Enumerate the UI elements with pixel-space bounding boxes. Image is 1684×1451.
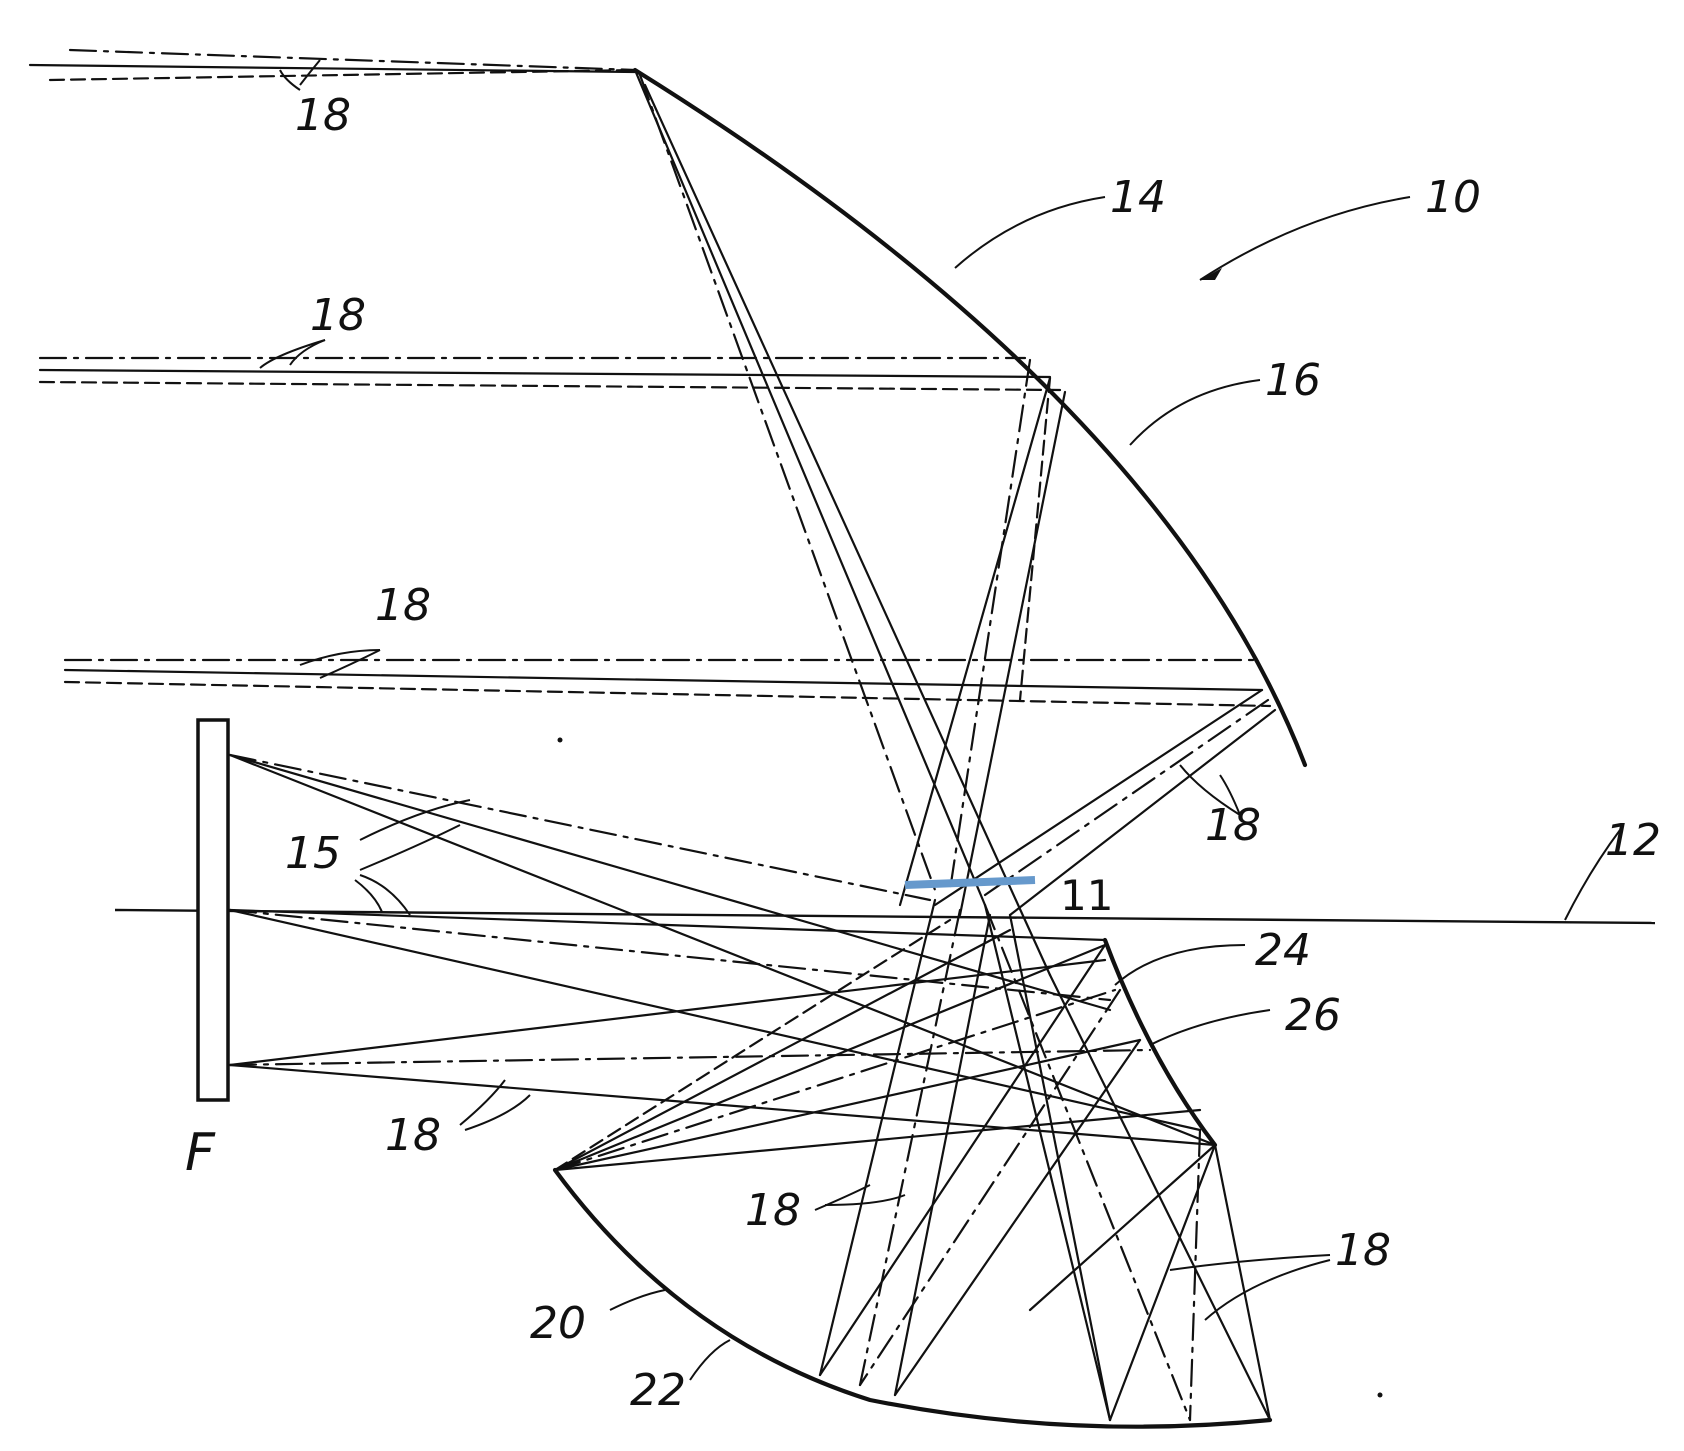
aperture-stop (904, 876, 1036, 889)
incoming-ray-bundle-middle (63, 658, 1272, 708)
secondary-mirror (1102, 937, 1218, 1148)
incoming-ray-bundle-upper (38, 356, 1062, 392)
scan-speck (557, 737, 563, 743)
converging-ray-bundles (228, 753, 1217, 1172)
label-rays-bottom-right: 18 (1335, 1225, 1391, 1276)
incoming-ray-bundle-top (28, 48, 637, 82)
label-primary-mirror: 14 (1110, 172, 1166, 223)
tertiary-mirror (552, 1167, 1273, 1429)
optical-axis (114, 908, 1656, 925)
label-primary-mirror-surface: 16 (1265, 355, 1321, 406)
label-rays-upper: 18 (310, 290, 366, 341)
leader-lines (259, 59, 1621, 1381)
label-secondary-mirror-surface: 26 (1285, 990, 1341, 1041)
focal-plane (196, 718, 230, 1102)
label-aperture-stop: 11 (1060, 871, 1113, 920)
label-rays-bottom-center: 18 (745, 1185, 801, 1236)
label-tertiary-mirror-surface: 22 (630, 1365, 686, 1416)
label-rays-middle: 18 (375, 580, 431, 631)
label-system: 10 (1425, 172, 1481, 223)
label-secondary-mirror: 24 (1255, 925, 1311, 976)
arrow-head-icon (1200, 268, 1222, 280)
label-tertiary-mirror: 20 (530, 1298, 586, 1349)
primary-mirror (632, 67, 1308, 768)
label-rays-top: 18 (295, 90, 351, 141)
label-rays-focal-lower: 18 (385, 1110, 441, 1161)
label-optical-axis: 12 (1605, 815, 1661, 866)
primary-reflected-rays (633, 68, 1277, 977)
label-field-angles: 15 (285, 828, 341, 879)
scan-speck (1377, 1392, 1383, 1398)
label-rays-reflected-right: 18 (1205, 800, 1261, 851)
tertiary-incident-rays (818, 898, 1272, 1422)
label-focal-plane: F (185, 1123, 216, 1183)
